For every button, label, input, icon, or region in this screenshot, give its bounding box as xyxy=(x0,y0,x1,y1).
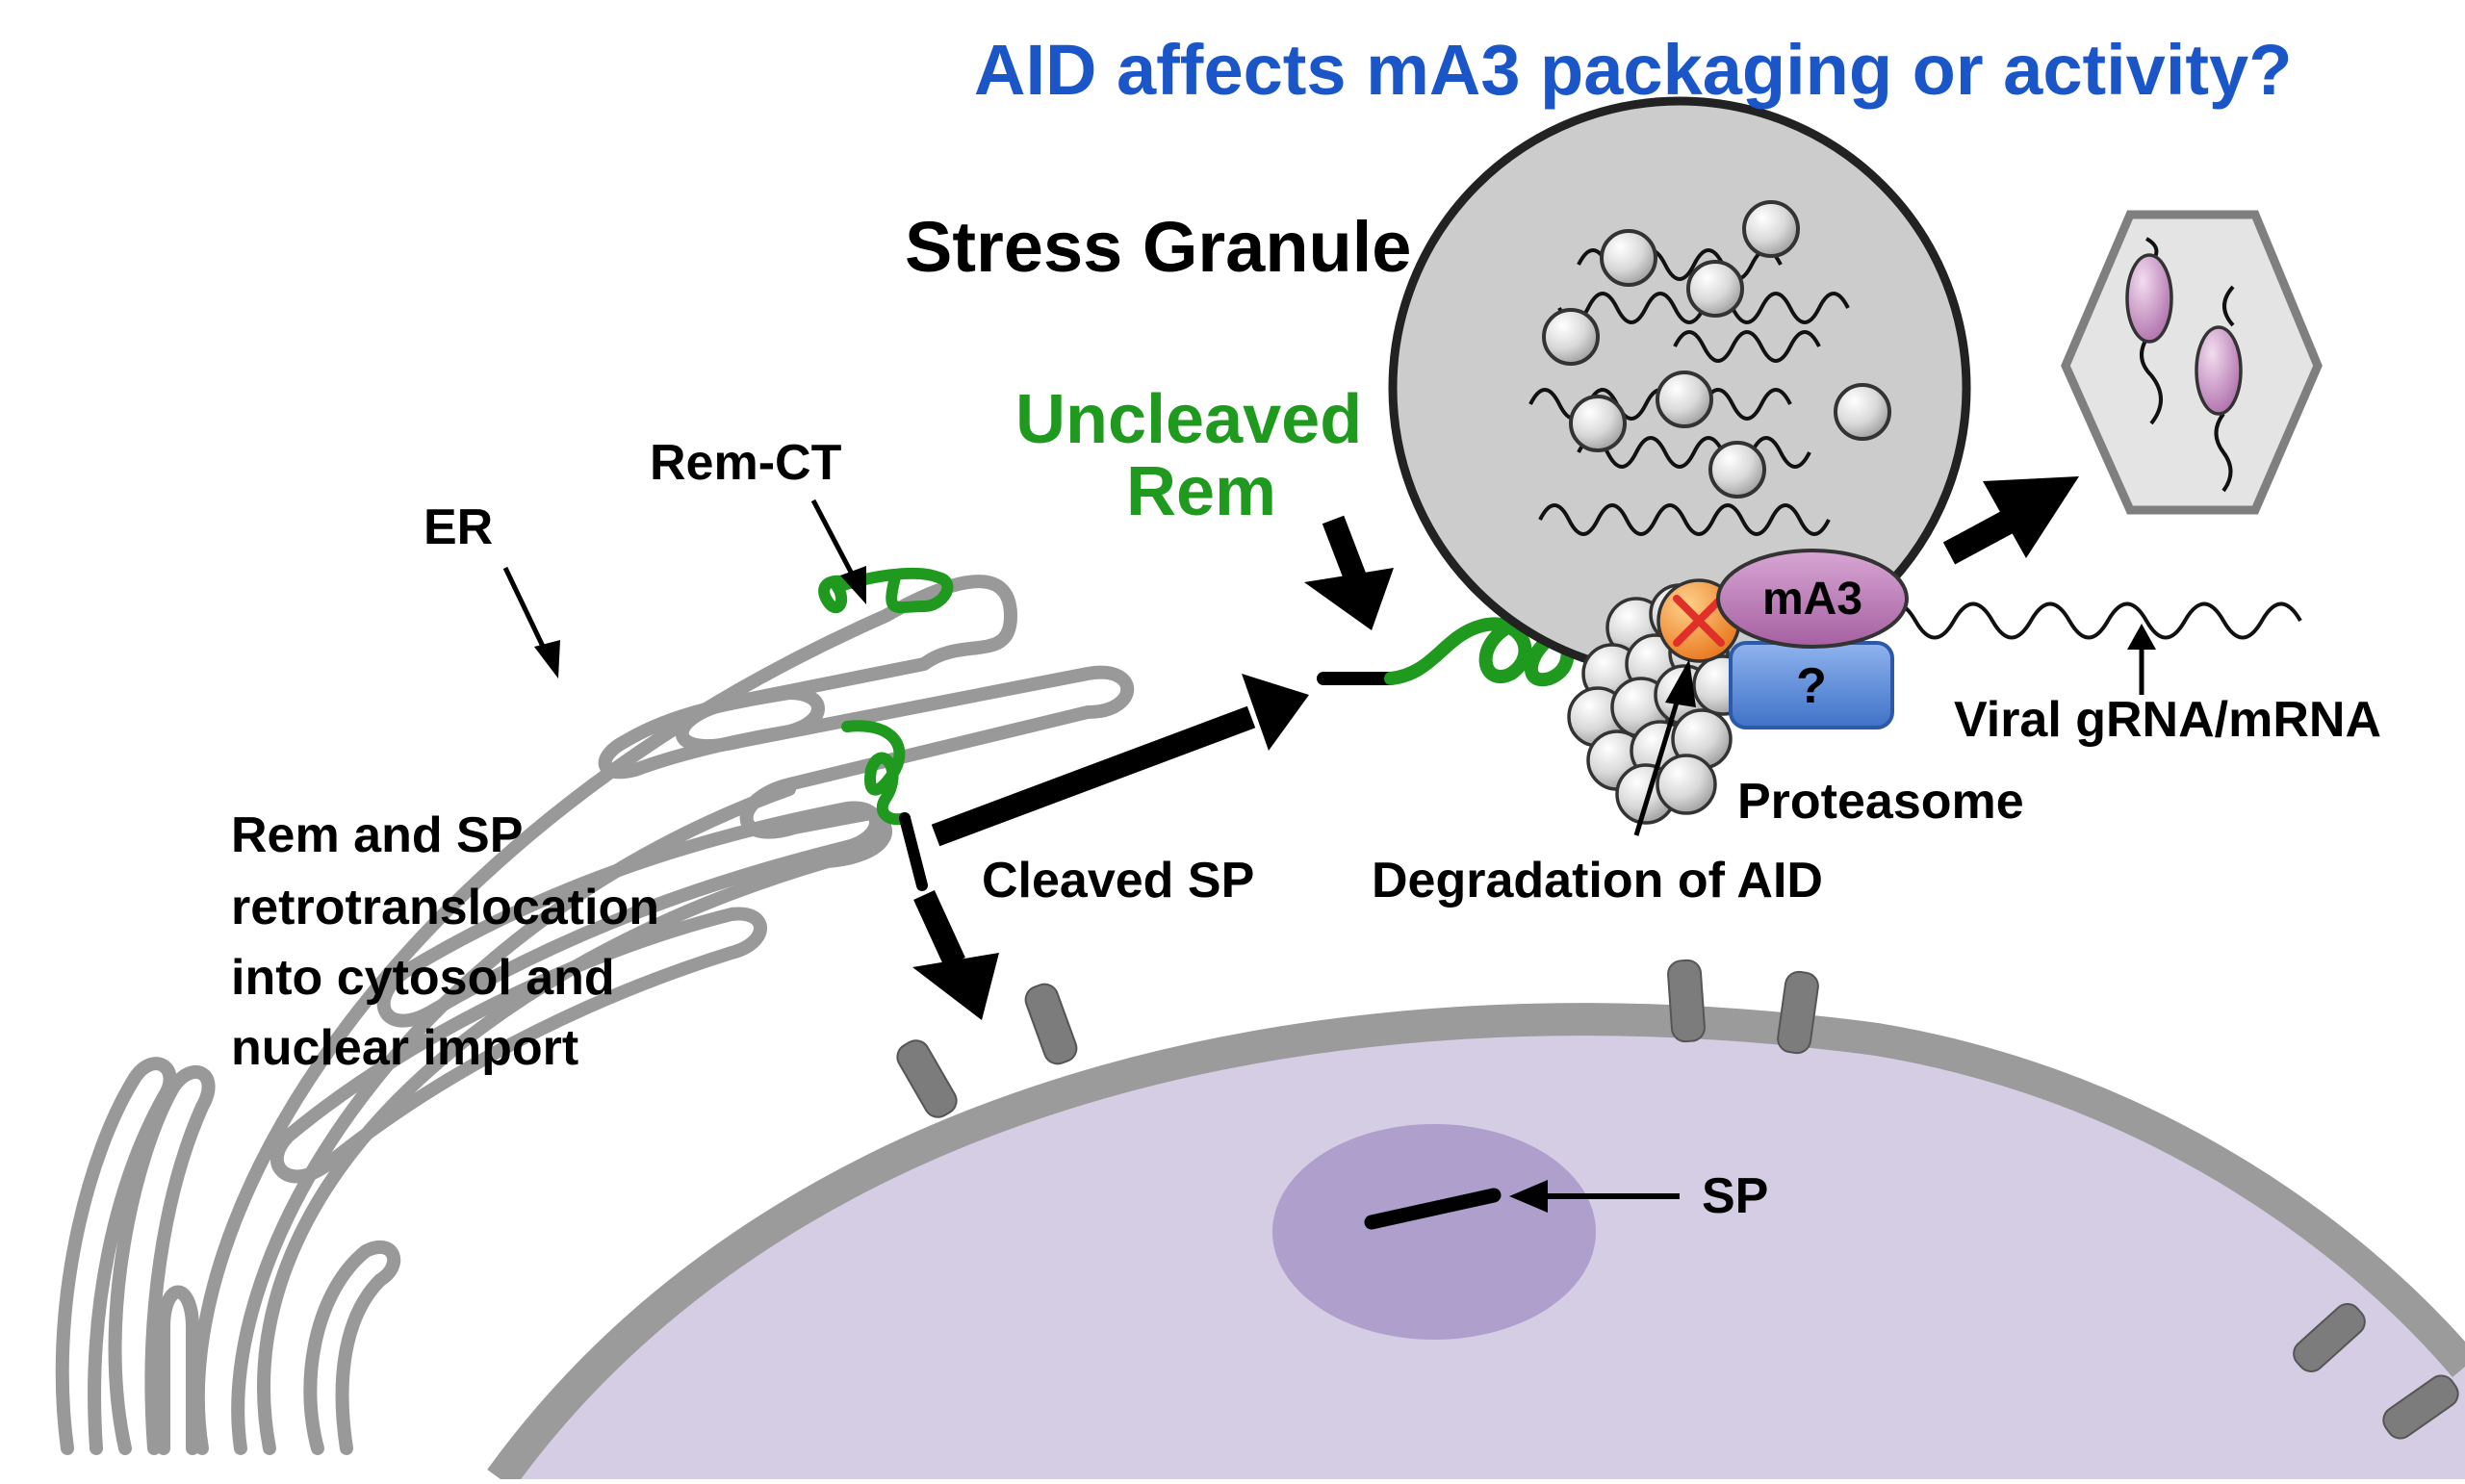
er-tube-2 xyxy=(108,1064,216,1455)
retrotranslocation-text: Rem and SP retrotranslocation into cytos… xyxy=(231,807,659,1076)
nuclear-pore xyxy=(1024,983,1078,1065)
svg-text:nuclear import: nuclear import xyxy=(231,1020,578,1076)
rem-ct-arrow xyxy=(810,499,866,604)
nuclear-pore xyxy=(1667,959,1706,1043)
nucleus: SP xyxy=(487,959,2465,1484)
unknown-factor-label: ? xyxy=(1796,658,1827,714)
nuclear-pore xyxy=(1777,970,1819,1055)
sp-fragment xyxy=(1364,1188,1502,1230)
figure-title: AID affects mA3 packaging or activity? xyxy=(974,30,2292,110)
rem-ct-label: Rem-CT xyxy=(650,435,842,491)
unknown-factor: ? xyxy=(1729,641,1894,729)
granule-ribosomes xyxy=(1542,200,1891,499)
uncleaved-rem-label-1: Uncleaved xyxy=(1015,381,1362,458)
stress-granule xyxy=(1388,96,1971,679)
er-label: ER xyxy=(424,499,493,555)
proteasome-label: Proteasome xyxy=(1737,774,2024,830)
er-tube-3 xyxy=(55,1057,177,1455)
packaging-arrow xyxy=(1942,476,2079,565)
cleaved-sp-label: Cleaved SP xyxy=(982,853,1254,908)
nucleolus xyxy=(1272,1124,1596,1340)
sp-in-er xyxy=(899,812,928,891)
degradation-arrow xyxy=(1633,659,1696,836)
nuclear-envelope xyxy=(487,1003,2465,1484)
er-arrow xyxy=(502,566,560,678)
virion-ma3 xyxy=(2140,237,2235,493)
viral-rna-arrow xyxy=(2127,624,2156,695)
virion xyxy=(2061,210,2323,515)
degradation-label: Degradation of AID xyxy=(1372,853,1823,908)
nuclear-pore xyxy=(2293,1303,2366,1372)
nuclear-pores xyxy=(896,959,2459,1440)
nuclear-pore xyxy=(2382,1374,2459,1440)
er-tube-1 xyxy=(157,1285,199,1455)
svg-text:Rem and SP: Rem and SP xyxy=(231,807,523,863)
uncleaved-rem-arrow xyxy=(1304,515,1394,630)
nuclear-import-arrow xyxy=(912,890,999,1020)
export-arrow xyxy=(931,674,1309,847)
aid-blocked-icon xyxy=(1673,595,1725,647)
rem-ct-in-er xyxy=(818,567,954,826)
sp-label: SP xyxy=(1702,1168,1768,1224)
endoplasmic-reticulum xyxy=(55,575,1135,1455)
er-tube-4 xyxy=(303,1240,401,1455)
ma3-label: mA3 xyxy=(1762,574,1862,625)
nuclear-pore xyxy=(896,1039,958,1118)
uncleaved-rem-label-2: Rem xyxy=(1126,453,1276,530)
er-cisterna-2 xyxy=(376,801,883,1028)
svg-text:into cytosol and: into cytosol and xyxy=(231,950,615,1006)
er-cisterna-3 xyxy=(270,907,767,1184)
stress-granule-label: Stress Granule xyxy=(905,207,1411,287)
ma3-protein: mA3 xyxy=(1716,549,1909,649)
svg-text:retrotranslocation: retrotranslocation xyxy=(231,880,659,935)
er-cisterna-1 xyxy=(598,686,825,780)
viral-rna-label: Viral gRNA/mRNA xyxy=(1954,692,2381,748)
sp-arrow xyxy=(1509,1180,1680,1213)
